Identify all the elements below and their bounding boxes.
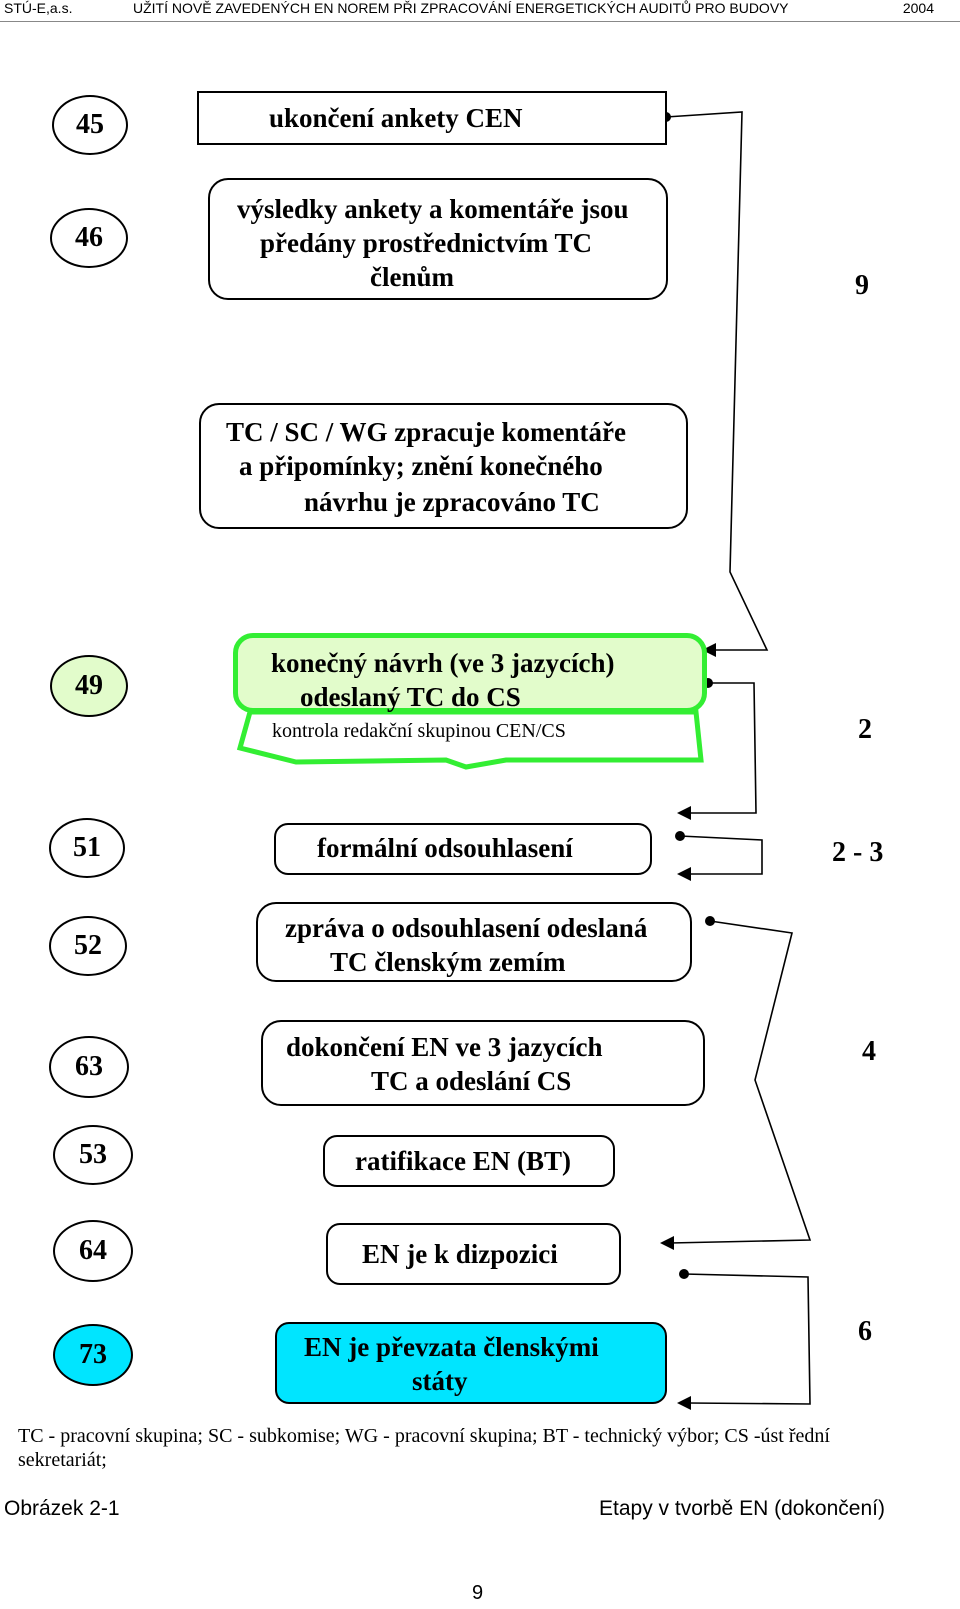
header-org: STÚ-E,a.s. xyxy=(4,0,73,16)
duration-label: 4 xyxy=(862,1036,876,1067)
step-box-49: konečný návrh (ve 3 jazycích) odeslaný T… xyxy=(233,633,707,713)
figure-title: Etapy v tvorbě EN (dokončení) xyxy=(599,1497,885,1520)
arrowhead-icon xyxy=(677,1396,691,1410)
header-title: UŽITÍ NOVĚ ZAVEDENÝCH EN NOREM PŘI ZPRAC… xyxy=(133,0,789,16)
step-text: TC / SC / WG zpracuje komentáře xyxy=(226,417,626,447)
connector-2-3 xyxy=(679,835,763,875)
step-text: odeslaný TC do CS xyxy=(300,682,521,712)
step-box-53: ratifikace EN (BT) xyxy=(323,1135,615,1187)
duration-label: 9 xyxy=(855,270,869,301)
step-text: a připomínky; znění konečného xyxy=(239,451,603,481)
step-number-63: 63 xyxy=(49,1036,129,1098)
dot-icon xyxy=(675,831,685,841)
step-text: EN je převzata členskými xyxy=(304,1332,599,1362)
header-divider xyxy=(0,21,960,22)
step-number-73: 73 xyxy=(53,1324,133,1386)
step-text: zpráva o odsouhlasení odeslaná xyxy=(285,913,648,943)
review-bracket-shape xyxy=(236,709,704,770)
step-text: ratifikace EN (BT) xyxy=(355,1146,571,1176)
step-text: státy xyxy=(412,1366,468,1396)
step-text: dokončení EN ve 3 jazycích xyxy=(286,1032,603,1062)
page-number: 9 xyxy=(472,1582,484,1604)
arrowhead-icon xyxy=(702,643,716,657)
step-text: konečný návrh (ve 3 jazycích) xyxy=(271,648,615,678)
step-text: TC a odeslání CS xyxy=(371,1066,572,1096)
step-text: výsledky ankety a komentáře jsou xyxy=(237,194,629,224)
step-text: TC členským zemím xyxy=(330,947,566,977)
legend-line: TC - pracovní skupina; SC - subkomise; W… xyxy=(18,1425,830,1447)
step-box-tc-comments: TC / SC / WG zpracuje komentáře a připom… xyxy=(199,403,688,529)
step-number-64: 64 xyxy=(53,1220,133,1282)
step-text: formální odsouhlasení xyxy=(317,833,573,863)
step-box-46: výsledky ankety a komentáře jsou předány… xyxy=(208,178,668,300)
step-box-63: dokončení EN ve 3 jazycích TC a odeslání… xyxy=(261,1020,705,1106)
duration-label: 2 - 3 xyxy=(832,837,884,868)
duration-label: 2 xyxy=(858,714,872,745)
duration-label: 6 xyxy=(858,1316,872,1347)
step-text: předány prostřednictvím TC xyxy=(260,228,593,258)
figure-label: Obrázek 2-1 xyxy=(4,1497,120,1520)
step-box-45: ukončení ankety CEN xyxy=(197,91,667,145)
dot-icon xyxy=(679,1269,689,1279)
legend-line: sekretariát; xyxy=(18,1449,107,1471)
connector-9 xyxy=(665,111,769,651)
step-number-45: 45 xyxy=(52,95,128,155)
connector-4 xyxy=(669,920,812,1244)
step-number-51: 51 xyxy=(49,818,125,878)
review-note: kontrola redakční skupinou CEN/CS xyxy=(272,720,566,742)
step-box-64: EN je k dizpozici xyxy=(326,1223,621,1285)
step-number-46: 46 xyxy=(50,208,128,268)
step-box-51: formální odsouhlasení xyxy=(274,823,652,875)
arrowhead-icon xyxy=(677,806,691,820)
connector-6 xyxy=(683,1273,811,1405)
step-text: EN je k dizpozici xyxy=(362,1239,558,1269)
step-text: návrhu je zpracováno TC xyxy=(304,487,600,517)
step-text: členům xyxy=(370,262,454,292)
step-number-49: 49 xyxy=(50,655,128,717)
step-text: ukončení ankety CEN xyxy=(269,103,523,133)
connector-2 xyxy=(688,682,757,814)
header-year: 2004 xyxy=(902,0,934,16)
dot-icon xyxy=(705,916,715,926)
step-number-52: 52 xyxy=(49,916,127,976)
arrowhead-icon xyxy=(660,1236,674,1250)
arrowhead-icon xyxy=(677,867,691,881)
step-number-53: 53 xyxy=(53,1125,133,1185)
step-box-52: zpráva o odsouhlasení odeslaná TC člensk… xyxy=(256,902,692,982)
step-box-73: EN je převzata členskými státy xyxy=(275,1322,667,1404)
